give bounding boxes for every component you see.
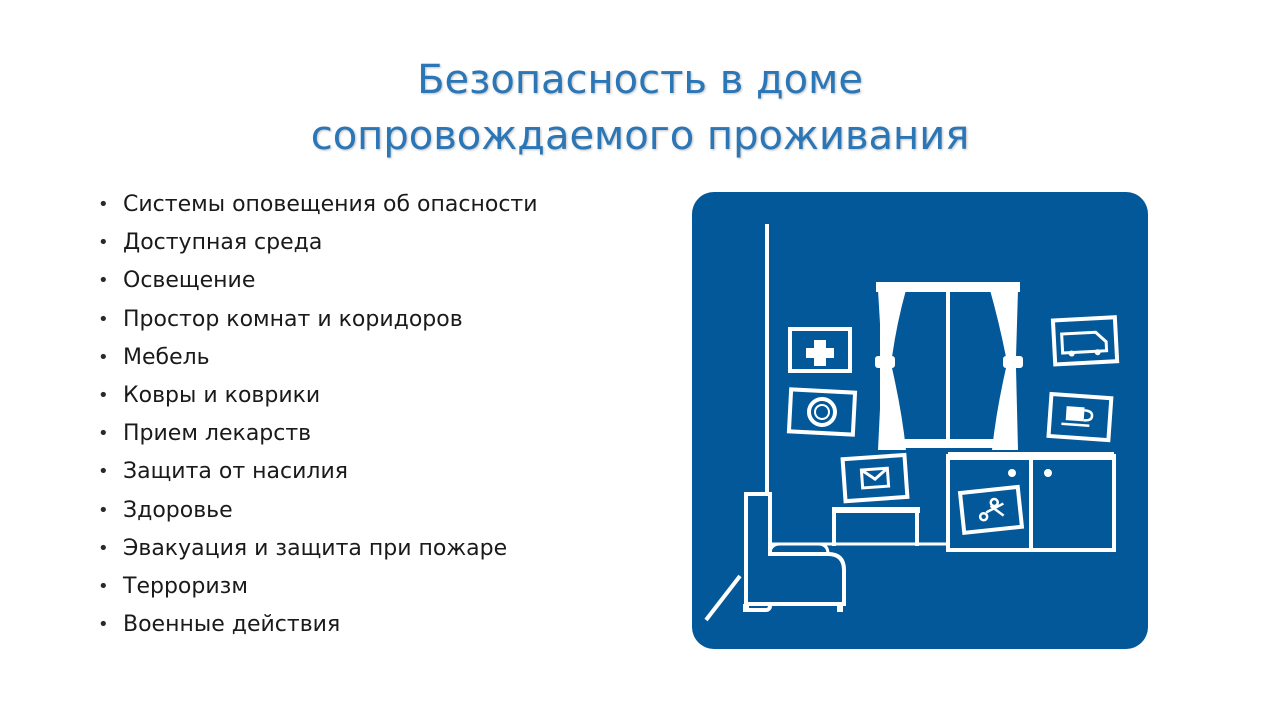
bullet-item: Освещение bbox=[98, 262, 538, 300]
bullet-item: Прием лекарств bbox=[98, 415, 538, 453]
coffee-cup-icon bbox=[1046, 391, 1114, 443]
bullet-list: Системы оповещения об опасности Доступна… bbox=[98, 186, 538, 645]
envelope-icon bbox=[840, 452, 910, 504]
bullet-item: Здоровье bbox=[98, 492, 538, 530]
bullet-item: Защита от насилия bbox=[98, 453, 538, 491]
coin-euro-icon bbox=[786, 387, 858, 437]
bullet-item: Терроризм bbox=[98, 568, 538, 606]
illustration-background bbox=[692, 192, 1148, 649]
bullet-item: Эвакуация и защита при пожаре bbox=[98, 530, 538, 568]
cabinet-knob-right bbox=[1044, 469, 1052, 477]
armchair bbox=[743, 492, 846, 612]
floor-diagonal-line bbox=[704, 574, 742, 622]
home-safety-illustration bbox=[692, 192, 1148, 649]
first-aid-cross-icon bbox=[788, 327, 852, 373]
slide-title: Безопасность в доме сопровождаемого прож… bbox=[0, 52, 1280, 164]
bullet-item: Военные действия bbox=[98, 606, 538, 644]
van-icon bbox=[1050, 315, 1120, 367]
cabinet bbox=[946, 452, 1116, 552]
curtain-left bbox=[875, 290, 906, 450]
curtain-right bbox=[990, 290, 1023, 450]
slide-title-line-1: Безопасность в доме bbox=[417, 57, 863, 103]
slide-title-line-2: сопровождаемого проживания bbox=[310, 113, 970, 159]
bullet-item: Простор комнат и коридоров bbox=[98, 301, 538, 339]
scissors-icon bbox=[957, 484, 1025, 536]
bullet-item: Ковры и коврики bbox=[98, 377, 538, 415]
bullet-item: Доступная среда bbox=[98, 224, 538, 262]
bullet-item: Системы оповещения об опасности bbox=[98, 186, 538, 224]
bullet-item: Мебель bbox=[98, 339, 538, 377]
side-table bbox=[832, 507, 920, 546]
cabinet-knob-left bbox=[1008, 469, 1016, 477]
